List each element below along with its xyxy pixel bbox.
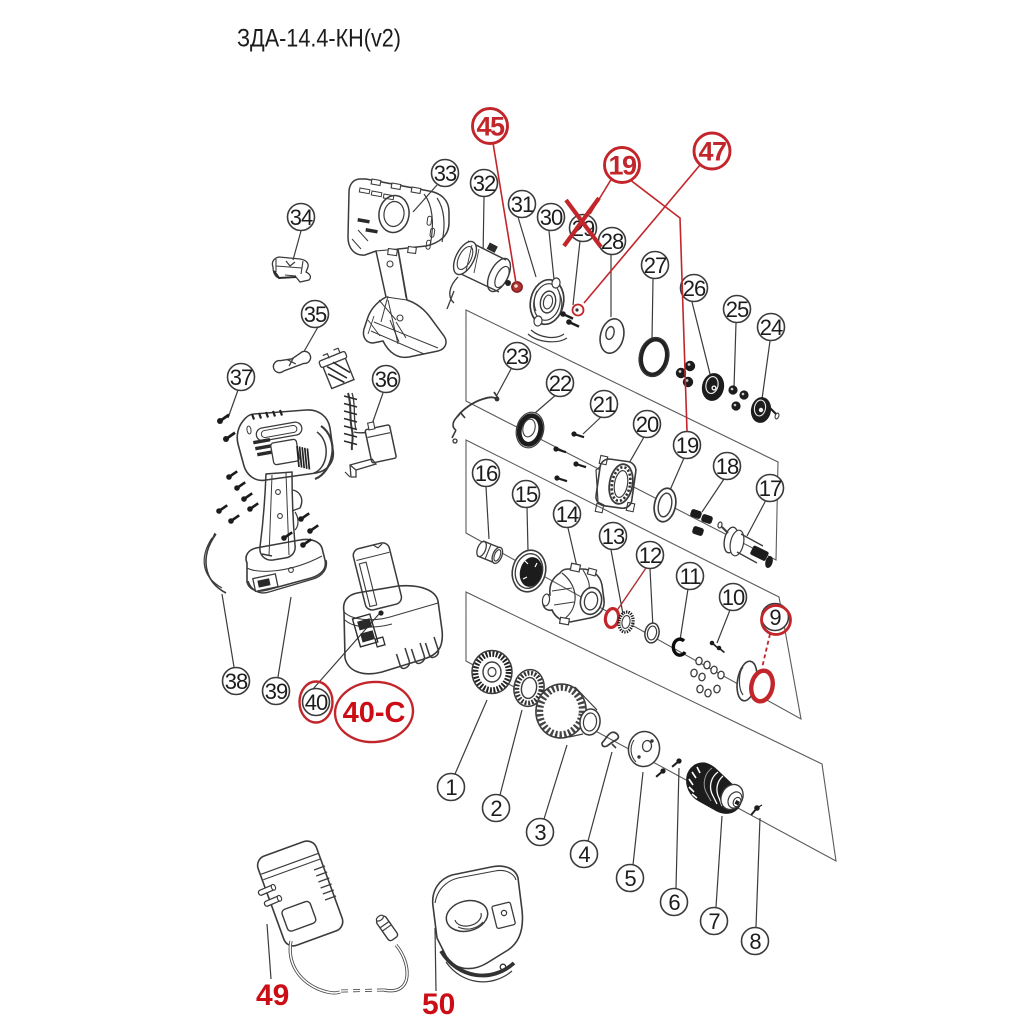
svg-text:5: 5 — [624, 866, 636, 891]
svg-text:24: 24 — [760, 315, 783, 340]
svg-text:19: 19 — [608, 151, 637, 181]
svg-text:49: 49 — [256, 979, 289, 1012]
svg-text:2: 2 — [490, 796, 502, 821]
svg-text:17: 17 — [759, 476, 782, 501]
svg-text:22: 22 — [549, 371, 572, 396]
svg-text:8: 8 — [749, 929, 761, 954]
svg-text:12: 12 — [639, 543, 662, 568]
svg-text:6: 6 — [668, 890, 680, 915]
svg-text:14: 14 — [556, 502, 579, 527]
svg-text:47: 47 — [698, 137, 726, 167]
svg-text:40: 40 — [305, 690, 328, 715]
svg-text:3: 3 — [534, 820, 546, 845]
svg-text:38: 38 — [225, 669, 248, 694]
svg-text:18: 18 — [716, 454, 739, 479]
svg-text:9: 9 — [769, 605, 781, 630]
svg-text:37: 37 — [230, 365, 253, 390]
svg-text:7: 7 — [708, 909, 720, 934]
svg-text:11: 11 — [680, 564, 702, 589]
svg-text:30: 30 — [540, 205, 563, 230]
svg-text:36: 36 — [375, 367, 398, 392]
svg-text:23: 23 — [506, 344, 529, 369]
svg-text:26: 26 — [683, 276, 706, 301]
svg-text:28: 28 — [601, 229, 624, 254]
svg-text:10: 10 — [722, 585, 745, 610]
svg-text:25: 25 — [726, 297, 749, 322]
svg-text:19: 19 — [676, 433, 699, 458]
svg-text:ЗДА-14.4-КН(v2): ЗДА-14.4-КН(v2) — [237, 25, 401, 53]
svg-text:4: 4 — [578, 842, 590, 867]
svg-text:32: 32 — [473, 171, 496, 196]
svg-text:50: 50 — [422, 988, 455, 1021]
svg-text:39: 39 — [265, 679, 288, 704]
svg-text:21: 21 — [593, 392, 616, 417]
svg-text:34: 34 — [290, 205, 313, 230]
svg-text:20: 20 — [636, 412, 659, 437]
svg-text:13: 13 — [602, 524, 625, 549]
svg-text:45: 45 — [476, 112, 505, 142]
svg-text:27: 27 — [644, 253, 667, 278]
svg-text:31: 31 — [511, 192, 534, 217]
svg-text:35: 35 — [304, 302, 327, 327]
svg-text:33: 33 — [434, 161, 457, 186]
svg-text:16: 16 — [475, 461, 498, 486]
svg-text:15: 15 — [515, 482, 538, 507]
svg-text:40-C: 40-C — [343, 697, 406, 729]
svg-text:1: 1 — [445, 775, 457, 800]
